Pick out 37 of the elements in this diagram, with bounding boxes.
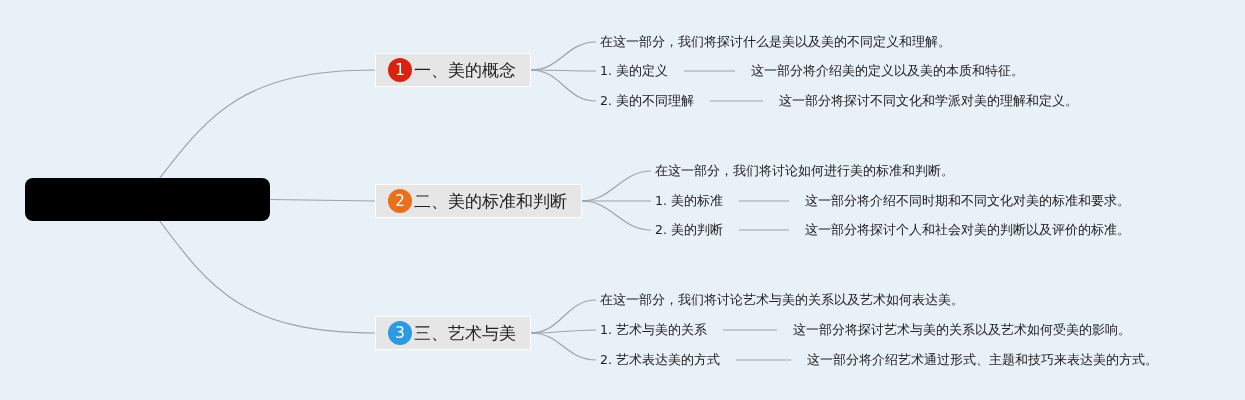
subtopic-text: 1. 艺术与美的关系: [600, 322, 707, 338]
connector-line: [269, 198, 376, 202]
subtopic-text: 1. 美的定义: [600, 63, 668, 79]
number-badge: 1: [388, 58, 412, 82]
subtopic-text: 在这一部分，我们将探讨什么是美以及美的不同定义和理解。: [600, 34, 951, 50]
topic-title: 二、美的标准和判断: [414, 189, 567, 213]
connector-line: [581, 200, 652, 231]
connector-line: [530, 69, 597, 102]
connector-line: [159, 220, 376, 334]
subtopic-text: 这一部分将介绍不同时期和不同文化对美的标准和要求。: [805, 193, 1130, 209]
subtopic-text: 2. 艺术表达美的方式: [600, 352, 720, 368]
subtopic-text: 这一部分将介绍美的定义以及美的本质和特征。: [751, 63, 1024, 79]
subtopic-text: 2. 美的判断: [655, 222, 723, 238]
number-badge: 3: [388, 321, 412, 345]
topic-box: [375, 53, 531, 87]
subtopic-text: 2. 美的不同理解: [600, 93, 694, 109]
central-topic-box: [25, 178, 270, 221]
connector-line: [683, 70, 736, 72]
connector-line: [530, 332, 597, 361]
subtopic-text: 1. 美的标准: [655, 193, 723, 209]
connector-line: [735, 359, 792, 361]
subtopic-text: 这一部分将探讨艺术与美的关系以及艺术如何受美的影响。: [793, 322, 1131, 338]
subtopic-text: 这一部分将探讨个人和社会对美的判断以及评价的标准。: [805, 222, 1130, 238]
connector-line: [738, 200, 790, 202]
subtopic-text: 这一部分将介绍艺术通过形式、主题和技巧来表达美的方式。: [807, 352, 1158, 368]
subtopic-text: 在这一部分，我们将讨论艺术与美的关系以及艺术如何表达美。: [600, 292, 964, 308]
connector-line: [722, 329, 778, 331]
number-badge: 2: [388, 189, 412, 213]
connector-line: [709, 100, 764, 102]
topic-title: 一、美的概念: [414, 58, 516, 82]
connector-line: [159, 69, 376, 179]
topic-box: [375, 184, 582, 218]
connector-line: [738, 229, 790, 231]
subtopic-text: 在这一部分，我们将讨论如何进行美的标准和判断。: [655, 163, 954, 179]
topic-box: [375, 316, 531, 350]
subtopic-text: 这一部分将探讨不同文化和学派对美的理解和定义。: [779, 93, 1078, 109]
topic-title: 三、艺术与美: [414, 321, 516, 345]
